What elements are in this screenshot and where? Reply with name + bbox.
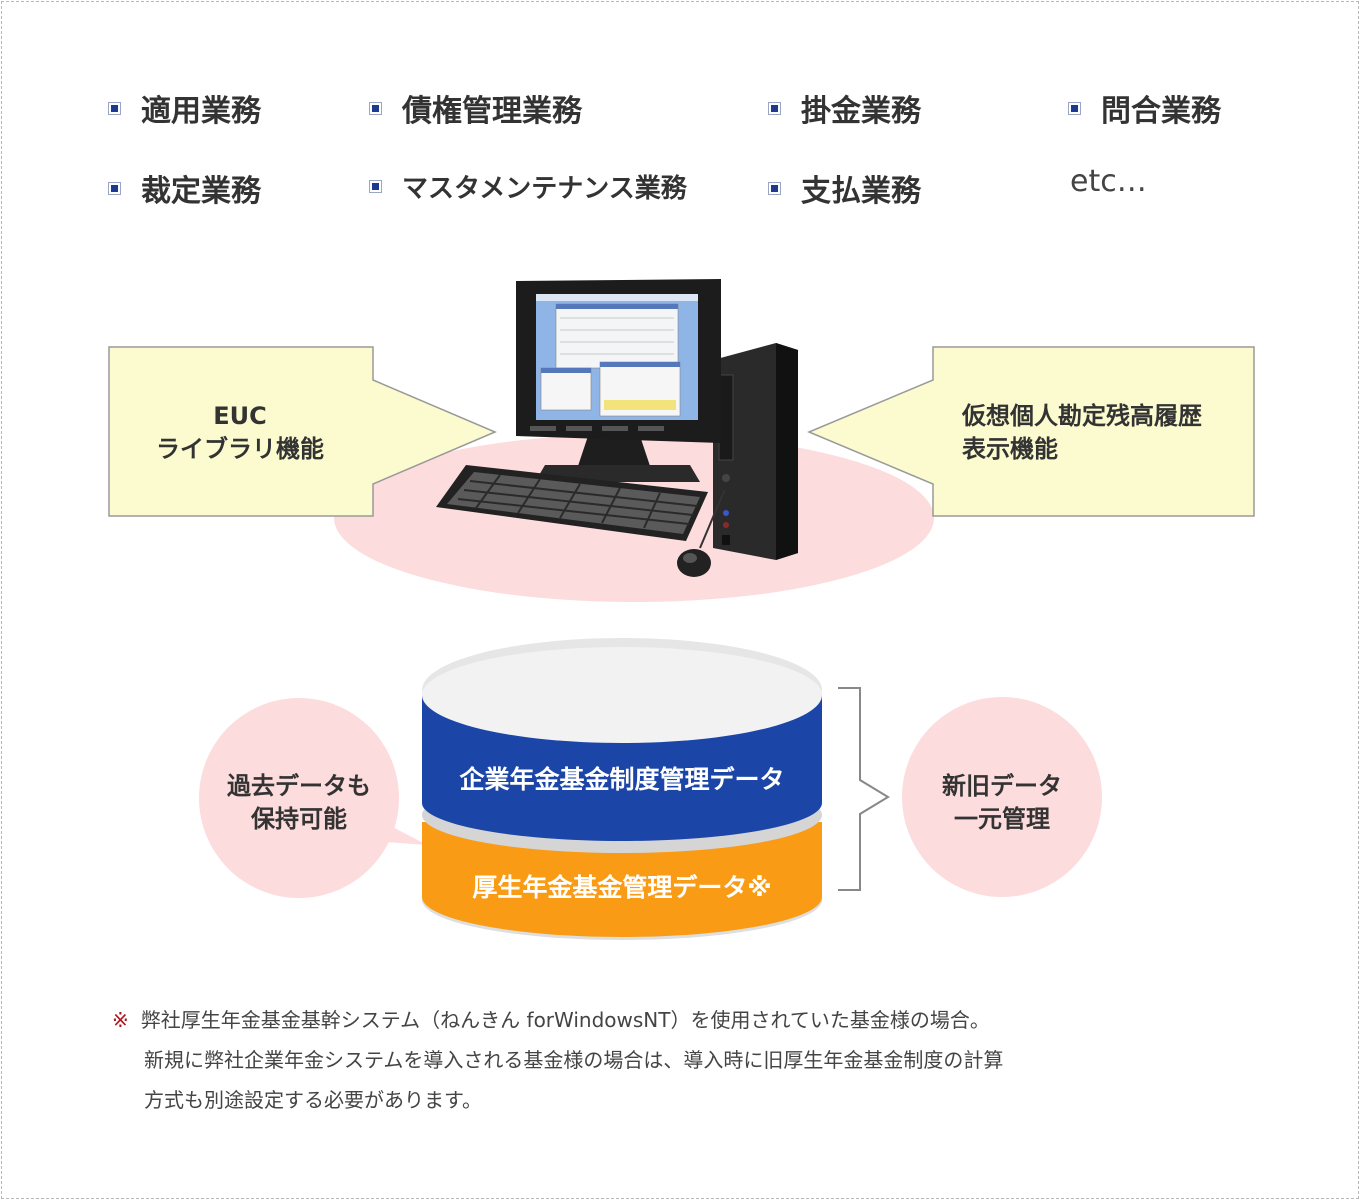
- db-lower-label: 厚生年金基金管理データ※: [472, 873, 772, 902]
- bracket: [838, 687, 890, 891]
- right-arrow-box: [807, 346, 1255, 517]
- business-item-toiawase: 問合業務: [1068, 86, 1221, 130]
- business-item-master: マスタメンテナンス業務: [369, 168, 687, 205]
- business-item-saitei: 裁定業務: [108, 166, 261, 210]
- left-arrow-box: [108, 346, 497, 517]
- square-bullet-icon: [369, 180, 382, 193]
- computer-icon: [436, 279, 798, 577]
- square-bullet-icon: [768, 101, 781, 115]
- business-item-kakekin: 掛金業務: [768, 86, 921, 130]
- right-bubble: [902, 697, 1102, 897]
- business-item-shiharai: 支払業務: [768, 166, 921, 210]
- etc-label: etc…: [1070, 164, 1147, 199]
- unified-management-label: 新旧データ 一元管理: [942, 772, 1062, 833]
- square-bullet-icon: [108, 181, 121, 195]
- past-data-label: 過去データも 保持可能: [227, 772, 371, 833]
- virtual-account-label: 仮想個人勘定残高履歴 表示機能: [962, 402, 1202, 463]
- business-item-tekiyo: 適用業務: [108, 86, 261, 130]
- db-upper-label: 企業年金基金制度管理データ: [459, 765, 785, 794]
- footnote: ※弊社厚生年金基金基幹システム（ねんきん forWindowsNT）を使用されて…: [112, 1008, 1004, 1112]
- left-bubble: [199, 698, 427, 898]
- square-bullet-icon: [108, 101, 121, 115]
- square-bullet-icon: [369, 101, 382, 115]
- note-mark: ※: [112, 1008, 129, 1032]
- euc-label: EUC ライブラリ機能: [156, 402, 324, 463]
- business-item-saiken: 債権管理業務: [369, 86, 582, 130]
- square-bullet-icon: [1068, 101, 1081, 115]
- database-cylinder: [422, 638, 822, 940]
- square-bullet-icon: [768, 181, 781, 195]
